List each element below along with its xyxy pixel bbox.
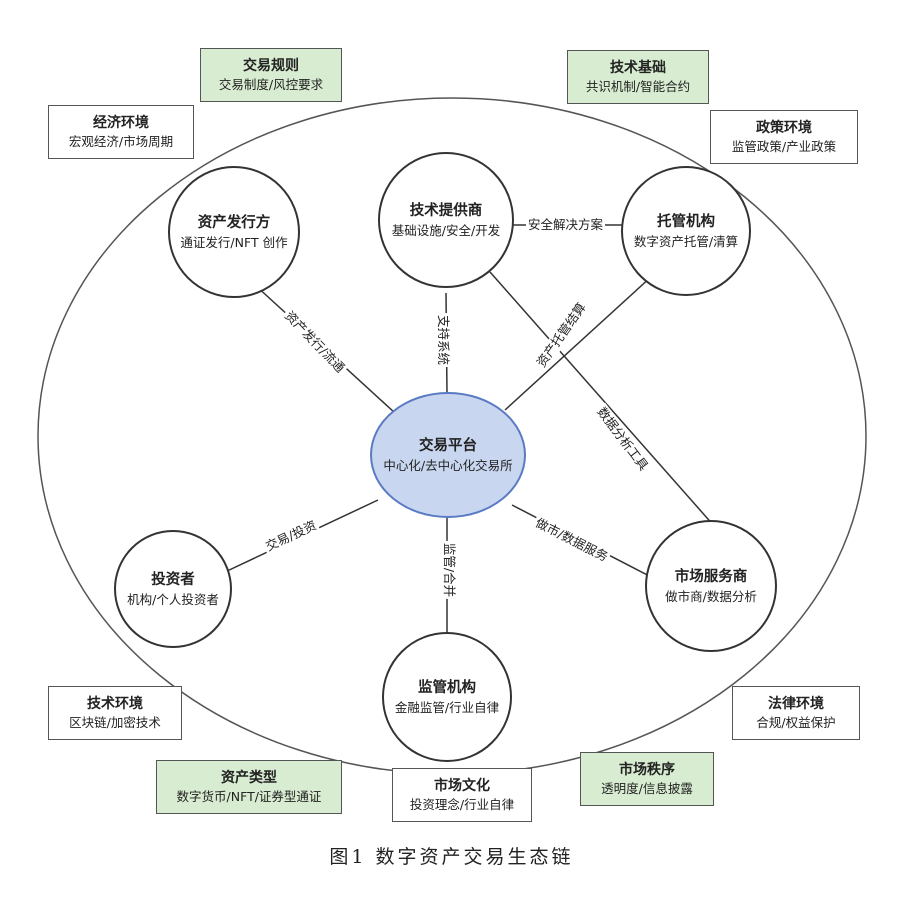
node-investor-title: 投资者 — [151, 572, 195, 588]
box-economy-title: 经济环境 — [93, 115, 149, 131]
box-tech-base: 技术基础 共识机制/智能合约 — [567, 50, 709, 104]
node-issuer: 资产发行方 通证发行/NFT 创作 — [168, 166, 300, 298]
node-regulator: 监管机构 金融监管/行业自律 — [382, 632, 512, 762]
node-trading-platform: 交易平台 中心化/去中心化交易所 — [370, 392, 526, 518]
edge-label-security: 安全解决方案 — [526, 217, 606, 233]
node-tech-provider: 技术提供商 基础设施/安全/开发 — [378, 152, 514, 288]
node-market-sub: 做市商/数据分析 — [665, 589, 757, 604]
box-policy: 政策环境 监管政策/产业政策 — [710, 110, 858, 164]
box-policy-sub: 监管政策/产业政策 — [731, 139, 837, 154]
edge-custody-center — [504, 275, 653, 411]
node-custody: 托管机构 数字资产托管/清算 — [621, 166, 751, 296]
edge-label-support: 支持系统 — [435, 312, 452, 368]
node-custody-title: 托管机构 — [657, 214, 715, 230]
box-tech-env-sub: 区块链/加密技术 — [69, 715, 161, 730]
box-market-order-sub: 透明度/信息披露 — [601, 781, 693, 796]
node-investor-sub: 机构/个人投资者 — [127, 592, 219, 607]
node-investor: 投资者 机构/个人投资者 — [114, 530, 232, 648]
box-economy-sub: 宏观经济/市场周期 — [68, 134, 174, 149]
box-asset-types: 资产类型 数字货币/NFT/证券型通证 — [156, 760, 342, 814]
box-tech-base-sub: 共识机制/智能合约 — [585, 79, 691, 94]
box-market-order-title: 市场秩序 — [619, 762, 675, 778]
box-market-order: 市场秩序 透明度/信息披露 — [580, 752, 714, 806]
box-market-culture-sub: 投资理念/行业自律 — [409, 797, 515, 812]
box-market-culture-title: 市场文化 — [434, 778, 490, 794]
node-custody-sub: 数字资产托管/清算 — [633, 234, 739, 249]
box-policy-title: 政策环境 — [756, 120, 812, 136]
node-tech-title: 技术提供商 — [409, 203, 483, 219]
node-tech-sub: 基础设施/安全/开发 — [391, 223, 501, 238]
box-tech-env: 技术环境 区块链/加密技术 — [48, 686, 182, 740]
box-asset-types-title: 资产类型 — [221, 770, 277, 786]
box-tech-env-title: 技术环境 — [87, 696, 143, 712]
box-economy: 经济环境 宏观经济/市场周期 — [48, 105, 194, 159]
node-regulator-sub: 金融监管/行业自律 — [394, 700, 500, 715]
box-legal: 法律环境 合规/权益保护 — [732, 686, 860, 740]
node-center-title: 交易平台 — [419, 438, 477, 454]
box-trading-rules-sub: 交易制度/风控要求 — [218, 77, 324, 92]
box-trading-rules: 交易规则 交易制度/风控要求 — [200, 48, 342, 102]
edge-tech-market — [489, 271, 716, 528]
node-regulator-title: 监管机构 — [418, 680, 476, 696]
node-market-title: 市场服务商 — [674, 569, 748, 585]
node-issuer-sub: 通证发行/NFT 创作 — [180, 235, 288, 250]
edge-label-supervision: 监管/合并 — [441, 540, 458, 600]
box-trading-rules-title: 交易规则 — [243, 58, 299, 74]
box-legal-title: 法律环境 — [768, 696, 824, 712]
node-market-services: 市场服务商 做市商/数据分析 — [645, 520, 777, 652]
figure-caption: 图1 数字资产交易生态链 — [329, 846, 574, 868]
box-market-culture: 市场文化 投资理念/行业自律 — [392, 768, 532, 822]
box-legal-sub: 合规/权益保护 — [756, 715, 836, 730]
node-center-sub: 中心化/去中心化交易所 — [383, 458, 513, 473]
box-tech-base-title: 技术基础 — [610, 60, 666, 76]
node-issuer-title: 资产发行方 — [197, 215, 271, 231]
box-asset-types-sub: 数字货币/NFT/证券型通证 — [176, 789, 322, 804]
